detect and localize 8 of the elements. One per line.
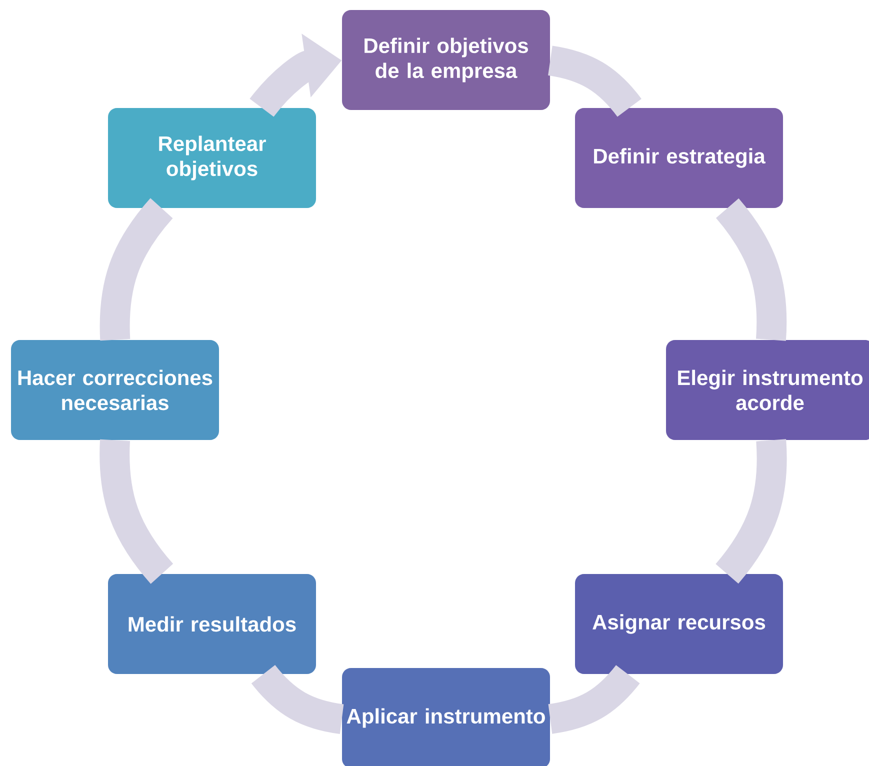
process-box: Definir estrategia <box>575 108 783 208</box>
process-box: Hacer correcciones necesarias <box>11 340 219 440</box>
process-box: Replantear objetivos <box>108 108 316 208</box>
process-box: Elegir instrumento acorde <box>666 340 869 440</box>
process-box: Definir objetivos de la empresa <box>342 10 550 110</box>
process-box: Aplicar instrumento <box>342 668 550 766</box>
process-box: Medir resultados <box>108 574 316 674</box>
process-box: Asignar recursos <box>575 574 783 674</box>
